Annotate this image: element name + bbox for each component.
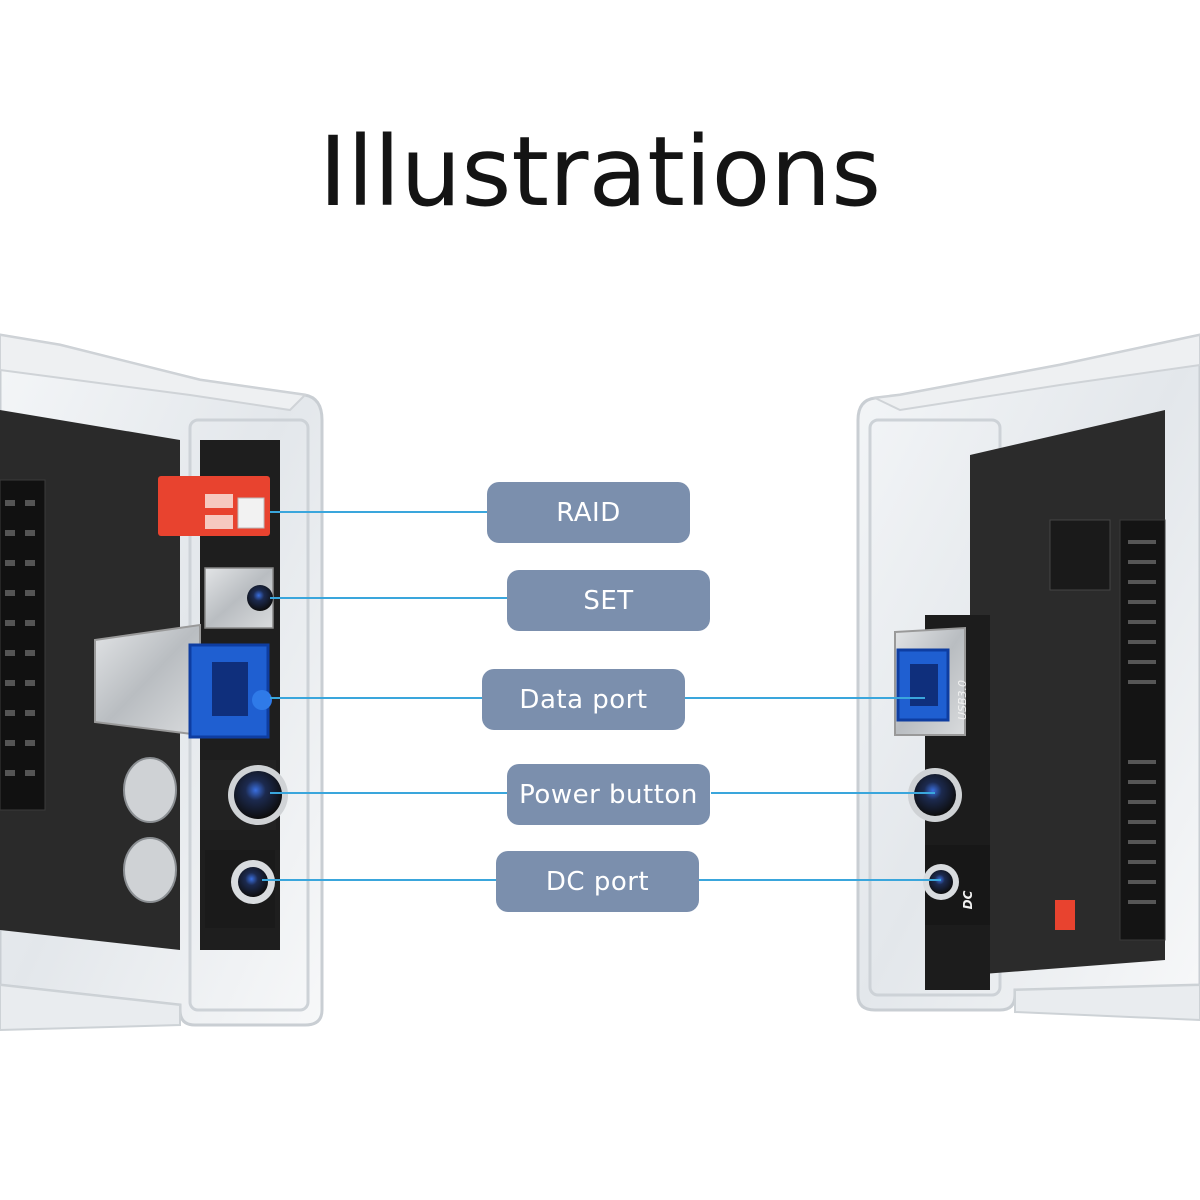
left-capacitor-1: [123, 757, 177, 823]
page-title: Illustrations: [318, 116, 882, 228]
left-pin-header: [0, 479, 46, 811]
callout-power-button: Power button: [507, 764, 710, 825]
right-sata-connector: [1119, 519, 1166, 941]
right-controller-chip: [1049, 519, 1111, 591]
left-enclosure: [0, 333, 324, 1032]
right-pcb: [970, 410, 1165, 975]
right-usb-port: [896, 648, 950, 722]
right-stand: [1014, 983, 1200, 1022]
leader-lines: [262, 511, 941, 881]
right-enclosure: USB3.0 DC: [856, 333, 1200, 1022]
left-usb-shell: [94, 623, 201, 737]
callout-dc-port: DC port: [496, 851, 699, 912]
callout-set: SET: [507, 570, 710, 631]
right-usb-label: USB3.0: [956, 680, 969, 720]
left-set-button: [247, 585, 273, 611]
left-capacitor-2: [123, 837, 177, 903]
right-acrylic-top: [871, 333, 1200, 412]
right-dc-label: DC: [961, 890, 975, 909]
callout-data-port: Data port: [482, 669, 685, 730]
left-stand: [0, 983, 181, 1032]
right-red-switch: [1055, 900, 1075, 930]
callout-raid: RAID: [487, 482, 690, 543]
left-acrylic-top: [0, 333, 308, 412]
